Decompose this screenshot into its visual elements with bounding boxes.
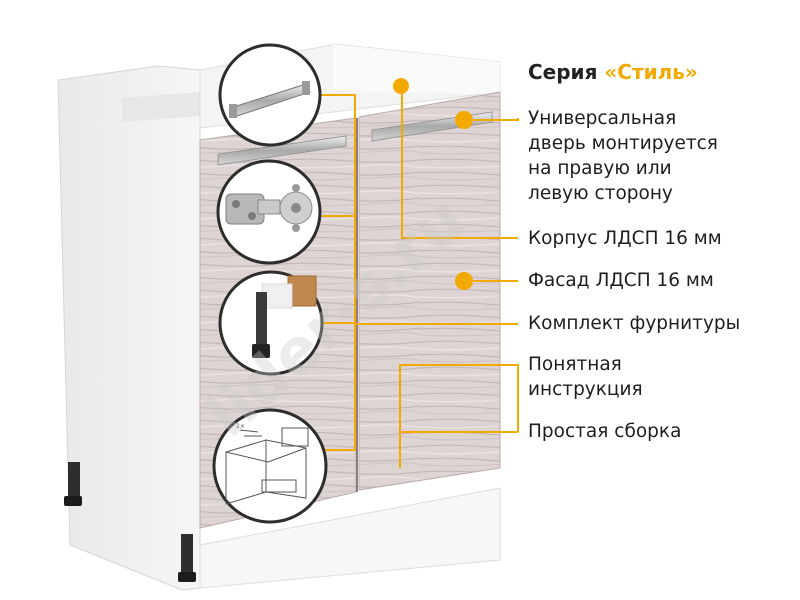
handle-detail-circle	[218, 43, 322, 147]
series-title: Серия «Стиль»	[528, 60, 698, 84]
feature-instruction-line1: Понятная	[528, 354, 622, 375]
series-title-prefix: Серия	[528, 60, 598, 84]
hinge-detail-circle	[216, 159, 322, 265]
feature-carcass: Корпус ЛДСП 16 мм	[528, 228, 722, 249]
series-title-accent: «Стиль»	[604, 60, 698, 84]
feature-universal-door-line4: левую сторону	[528, 183, 673, 204]
feature-hardware-kit: Комплект фурнитуры	[528, 313, 741, 334]
feature-universal-door-line1: Универсальная	[528, 108, 677, 129]
callout-connectors	[318, 90, 519, 468]
feature-universal-door-line3: на правую или	[528, 158, 672, 179]
feature-instruction-line2: инструкция	[528, 379, 643, 400]
instruction-detail-circle: 2×	[212, 408, 328, 524]
accent-dots	[393, 78, 473, 290]
feature-easy-assembly: Простая сборка	[528, 421, 682, 442]
svg-text:2×: 2×	[236, 423, 245, 430]
feature-universal-door-line2: дверь монтируется	[528, 133, 718, 154]
feature-universal-door: Универсальная дверь монтируется на праву…	[528, 106, 718, 206]
feature-instruction: Понятная инструкция	[528, 352, 643, 402]
panel-leg-detail-circle	[218, 270, 324, 376]
feature-facade: Фасад ЛДСП 16 мм	[528, 270, 714, 291]
